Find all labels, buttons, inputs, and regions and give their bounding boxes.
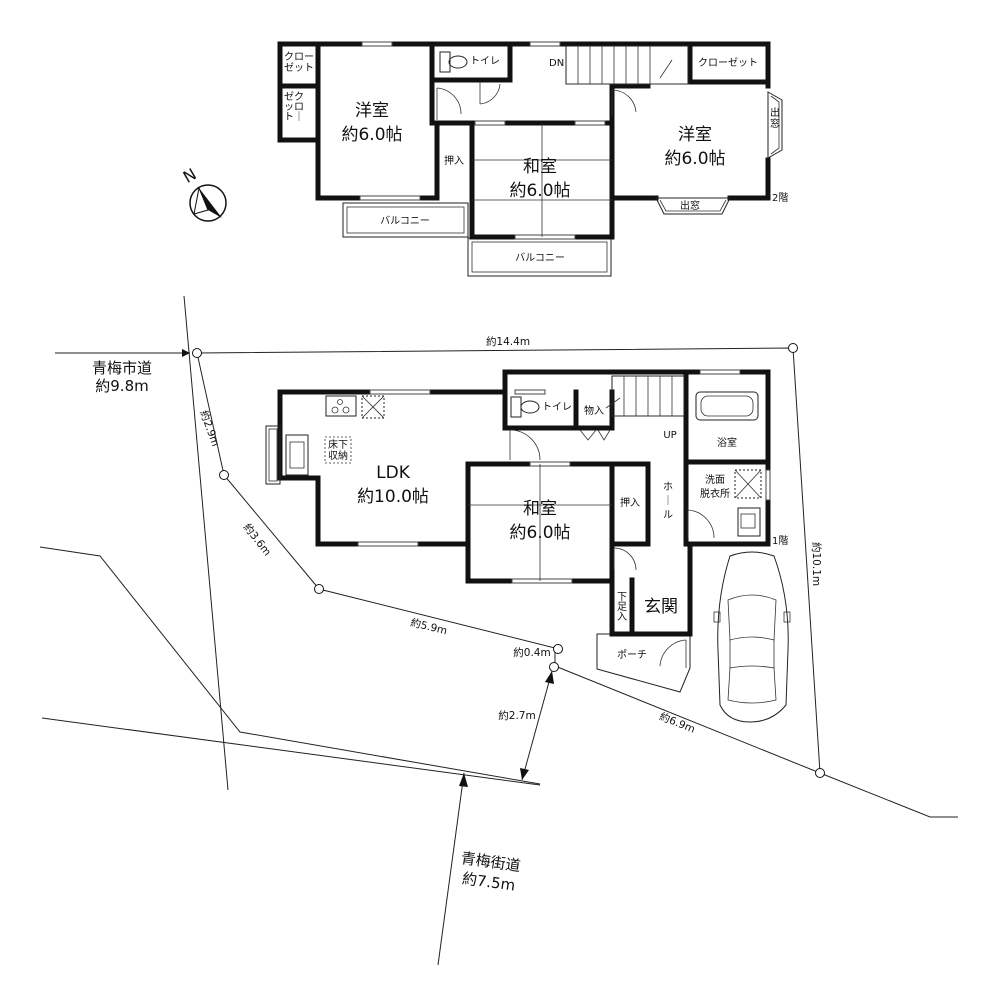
site-boundary: 青梅市道 約9.8m 青梅街道 約7.5m 約14.4m 約2.9m 約3.6m… [39, 295, 958, 966]
lot-corner-marker [314, 584, 324, 594]
dim-south-2: 約0.4m [513, 646, 550, 659]
floor2-closet-a: クローゼット [284, 51, 314, 74]
kitchen-fridge-icon [361, 395, 385, 419]
dim-east: 約10.1m [810, 542, 823, 586]
bathtub-icon [695, 391, 759, 421]
floor1-ldk-name: LDK [376, 463, 411, 483]
dim-west-1: 約2.9m [197, 409, 222, 449]
floor1-up-label: UP [663, 430, 676, 441]
floor1-label: 1階 [772, 535, 788, 547]
floor1-washroom: 洗面脱衣所 [700, 474, 730, 500]
floor2-dn-label: DN [549, 58, 564, 69]
floor2-plan: クローゼット ゼクッロト｜ 洋室 約6.0帖 トイレ DN クローゼット 洋室 … [277, 41, 788, 277]
floor2-oshiire: 押入 [444, 154, 464, 167]
floor2-bay-s: 出窓 [680, 199, 700, 212]
road-north-name: 青梅市道 [92, 359, 152, 377]
floor1-plan: LDK 約10.0帖 床下収納 トイレ 物入 UP 浴室 洗面脱衣所 ホ｜ル 押… [265, 369, 788, 693]
floor2-closet-b: ゼクッロト｜ [284, 91, 304, 123]
floor2-washitsu-size: 約6.0帖 [509, 181, 570, 201]
road-north-width: 約9.8m [95, 377, 148, 395]
floor1-toilet-label: トイレ [542, 402, 572, 413]
floor1-underfloor: 床下収納 [328, 438, 348, 462]
floor1-storage-label: 物入 [584, 404, 604, 417]
lot-corner-marker [553, 644, 563, 654]
floor2-western-w-name: 洋室 [355, 101, 389, 121]
floor1-shoebox: 下足入 [617, 592, 627, 623]
floor2-balcony-c-label: バルコニー [515, 252, 565, 264]
floor1-stairs [605, 375, 685, 417]
floor2-balcony-w-label: バルコニー [380, 215, 430, 227]
underfloor-storage-outline [324, 436, 352, 464]
lot-corner-marker [788, 343, 798, 353]
lot-corner-marker [219, 470, 229, 480]
floor2-western-w-size: 約6.0帖 [341, 125, 402, 145]
floor2-bay-e: 出窓 [770, 106, 780, 130]
floor2-western-e-size: 約6.0帖 [664, 149, 725, 169]
floor1-washitsu-name: 和室 [523, 499, 557, 519]
floor2-western-e-name: 洋室 [678, 125, 712, 145]
kitchen-sink-icon [285, 434, 309, 476]
floor2-toilet-icon [439, 51, 468, 73]
dim-south-1: 約5.9m [409, 616, 448, 638]
lot-corner-marker [549, 662, 559, 672]
floor2-stairs [565, 45, 690, 85]
washing-machine-icon [734, 469, 762, 499]
floor1-washitsu-size: 約6.0帖 [509, 523, 570, 543]
lot-corner-marker [192, 348, 202, 358]
dim-top: 約14.4m [486, 335, 530, 348]
floor1-ldk-size: 約10.0帖 [357, 487, 429, 507]
compass-north-label: N [180, 164, 200, 186]
floor2-label: 2階 [772, 192, 788, 204]
floor2-balcony-west [342, 202, 469, 238]
dim-south-4: 約6.9m [658, 710, 698, 736]
floor1-toilet-icon [510, 396, 540, 418]
floor2-washitsu-name: 和室 [523, 157, 557, 177]
wash-basin-icon [737, 507, 761, 537]
kitchen-stove-icon [325, 395, 357, 417]
floor1-genkan: 玄関 [644, 597, 678, 617]
parked-car-icon [713, 551, 791, 723]
floor1-hall: ホ｜ル [663, 481, 673, 521]
compass-icon: N [180, 164, 227, 222]
dim-south-3: 約2.7m [498, 709, 535, 722]
dim-west-2: 約3.6m [241, 521, 274, 559]
floor1-bath-label: 浴室 [717, 436, 737, 449]
floor2-toilet-label: トイレ [470, 56, 500, 67]
lot-corner-marker [815, 768, 825, 778]
floor1-oshiire: 押入 [620, 496, 640, 509]
floor1-porch: ポーチ [617, 649, 647, 661]
floor2-closet-e: クローゼット [698, 57, 758, 69]
